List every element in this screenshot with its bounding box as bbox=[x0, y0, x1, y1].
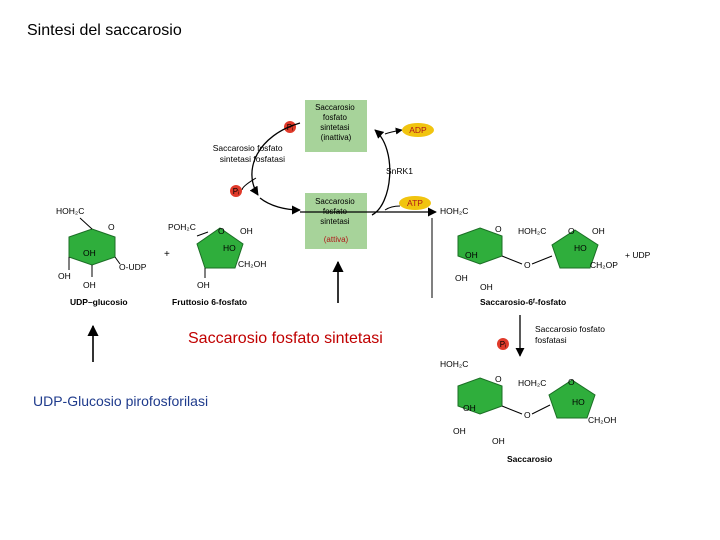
sucrose-oh-bottom: OH bbox=[492, 436, 505, 446]
fructose6p-ho: HO bbox=[223, 243, 236, 253]
fructose6p-name: Fruttosio 6-fosfato bbox=[172, 297, 247, 307]
sps-caption: Saccarosio fosfato sintetasi bbox=[188, 330, 383, 347]
sucrose6p-hoh2c2: HOH₂C bbox=[518, 226, 546, 236]
udp-glucose-oh-bottom: OH bbox=[83, 280, 96, 290]
udp-glucose-ring bbox=[68, 228, 116, 266]
inactive-box-line: Saccarosio bbox=[315, 103, 355, 112]
inactive-box-line: sintetasi bbox=[320, 123, 350, 132]
pi-final-marker bbox=[497, 338, 509, 350]
svg-text:Saccarosio fosfato sin: Saccarosio fosfato sintetasi (inattiva) bbox=[315, 103, 357, 142]
sucrose6p-name: Saccarosio-6ᶠ-fosfato bbox=[480, 297, 566, 307]
adp-label: ADP bbox=[409, 125, 427, 135]
sucrose6p-oh-ring: OH bbox=[465, 250, 478, 260]
phosphatase-arrow bbox=[249, 122, 301, 196]
sucrose-hoh2c: HOH₂C bbox=[440, 359, 468, 369]
sucrose6p-oh-left: OH bbox=[455, 273, 468, 283]
sucrose-hoh2c2: HOH₂C bbox=[518, 378, 546, 388]
fructose6p-poh2c: POH₂C bbox=[168, 222, 196, 232]
sucrose-glucose-ring bbox=[457, 377, 503, 415]
phosphatase-top-line: Saccarosio fosfato bbox=[213, 143, 283, 153]
svg-text:Saccarosio fosfato fosfata: Saccarosio fosfato fosfatasi bbox=[535, 324, 607, 345]
pi-released-label: Pᵢ bbox=[233, 187, 240, 196]
active-box-line: Saccarosio bbox=[315, 197, 355, 206]
sucrose6p-ch2op: CH₂OP bbox=[590, 260, 618, 270]
to-active-arrow bbox=[259, 197, 301, 215]
atp-arrow bbox=[384, 205, 401, 211]
sucrose6p-o2: O bbox=[568, 226, 575, 236]
plus-sign: + bbox=[164, 249, 170, 260]
active-box-line: sintetasi bbox=[320, 217, 350, 226]
phosphatase-bottom-line: Saccarosio fosfato bbox=[535, 324, 605, 334]
kinase-label: SnRK1 bbox=[386, 166, 413, 176]
fructose6p-o: O bbox=[218, 226, 225, 236]
atp-badge bbox=[399, 196, 431, 210]
sucrose-oh-left: OH bbox=[453, 426, 466, 436]
udp-glucose-name: UDP–glucosio bbox=[70, 297, 128, 307]
fructose6p-ch2oh: CH₂OH bbox=[238, 259, 266, 269]
slide-title: Sintesi del saccarosio bbox=[27, 22, 182, 39]
svg-text:Saccarosio fosfato sinteta: Saccarosio fosfato sintetasi fosfatasi bbox=[213, 143, 285, 164]
phosphatase-bottom-line: fosfatasi bbox=[535, 335, 567, 345]
udp-glucose-oh-left: OH bbox=[58, 271, 71, 281]
sucrose-o1: O bbox=[495, 374, 502, 384]
phosphatase-top-line: sintetasi fosfatasi bbox=[220, 154, 285, 164]
fructose6p-ring bbox=[196, 227, 244, 269]
sucrose6p-oh-bottom: OH bbox=[480, 282, 493, 292]
adp-badge bbox=[402, 123, 434, 137]
udp-glucose-pyrophosphorylase-caption: UDP-Glucosio pirofosforilasi bbox=[33, 393, 209, 409]
udp-glucose-oudp: O-UDP bbox=[119, 262, 147, 272]
sucrose-o2: O bbox=[568, 377, 575, 387]
sps-active-box bbox=[305, 193, 367, 249]
sucrose-fructose-ring bbox=[548, 379, 596, 419]
fructose6p-oh-bottom: OH bbox=[197, 280, 210, 290]
kinase-arrow bbox=[371, 129, 391, 216]
adp-arrow bbox=[384, 127, 403, 135]
pi-released-marker bbox=[230, 185, 242, 197]
inactive-box-line: (inattiva) bbox=[321, 133, 352, 142]
inactive-box-line: fosfato bbox=[323, 113, 348, 122]
sucrose6p-glucose-ring bbox=[457, 227, 503, 265]
plus-udp: + UDP bbox=[625, 250, 651, 260]
sucrose-name: Saccarosio bbox=[507, 454, 552, 464]
atp-label: ATP bbox=[407, 198, 423, 208]
pi-release-arrow bbox=[241, 177, 257, 191]
sucrose-oh-ring: OH bbox=[463, 403, 476, 413]
pi-final-label: Pᵢ bbox=[500, 340, 507, 349]
sucrose6p-oh-right: OH bbox=[592, 226, 605, 236]
sucrose-o-link: O bbox=[524, 410, 531, 420]
pi-inactive-label: Pᵢ bbox=[287, 123, 294, 132]
sucrose-ch2oh: CH₂OH bbox=[588, 415, 616, 425]
fructose6p-oh: OH bbox=[240, 226, 253, 236]
sucrose-ho: HO bbox=[572, 397, 585, 407]
sucrose6p-fructose-ring bbox=[551, 229, 599, 269]
sucrose6p-hoh2c: HOH₂C bbox=[440, 206, 468, 216]
udp-glucose-hoh2c: HOH₂C bbox=[56, 206, 84, 216]
udp-glucose-oh-ring: OH bbox=[83, 248, 96, 258]
udp-glucose-o: O bbox=[108, 222, 115, 232]
active-box-status: (attiva) bbox=[324, 235, 349, 244]
sucrose6p-o1: O bbox=[495, 224, 502, 234]
sucrose6p-ho: HO bbox=[574, 243, 587, 253]
sps-inactive-box bbox=[305, 100, 367, 152]
sucrose6p-o-link: O bbox=[524, 260, 531, 270]
